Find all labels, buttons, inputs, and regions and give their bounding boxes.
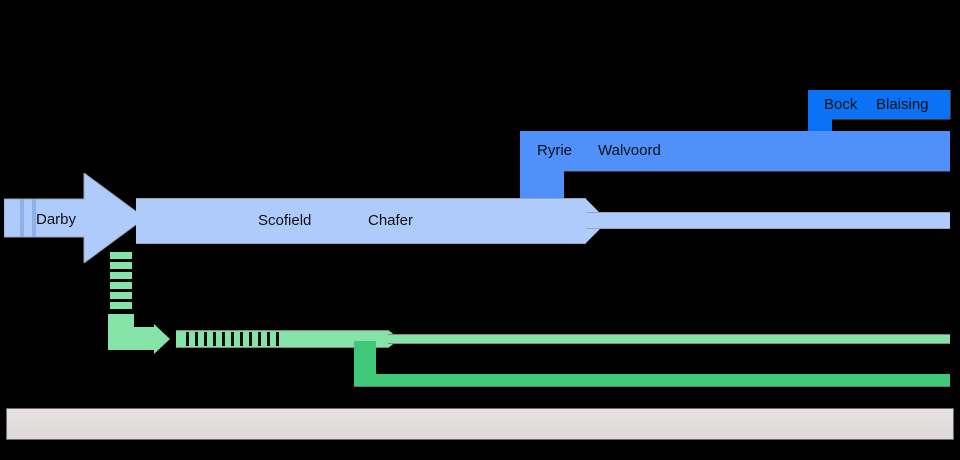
lane-green-upper-rail: [388, 335, 950, 343]
lane-scofield-chafer-body[interactable]: [136, 199, 586, 243]
lane-darby-chevron[interactable]: [4, 173, 150, 263]
lane-green-lower-rail: [354, 374, 950, 386]
lane-bock-blaising-bar[interactable]: [808, 90, 950, 119]
label-ryrie: Ryrie: [537, 142, 573, 159]
lane-green-feeder-arrowhead: [154, 324, 170, 354]
label-scofield: Scofield: [258, 212, 312, 229]
lane-scofield-chafer-rail: [586, 213, 950, 228]
lane-green-arrow-ticks: [186, 332, 280, 346]
lane-green-feeder-dashes: [110, 252, 132, 314]
bottom-panel-label: [7, 409, 953, 425]
lane-scofield-subtext: [186, 256, 190, 270]
lane-bock-blaising-stem: [808, 115, 832, 133]
label-blaising: Blaising: [876, 96, 929, 113]
lane-green-feeder-elbow: [108, 327, 154, 350]
label-bock: Bock: [824, 96, 858, 113]
lane-green-lower-stem: [354, 341, 376, 383]
bottom-panel[interactable]: [6, 408, 954, 440]
lane-ryrie-subtext: [586, 176, 590, 190]
lane-ryrie-walvoord-bar[interactable]: [520, 131, 950, 171]
lane-ryrie-walvoord-stem: [520, 165, 564, 203]
label-walvoord: Walvoord: [598, 142, 661, 159]
label-chafer: Chafer: [368, 212, 414, 229]
label-darby: Darby: [36, 211, 77, 228]
